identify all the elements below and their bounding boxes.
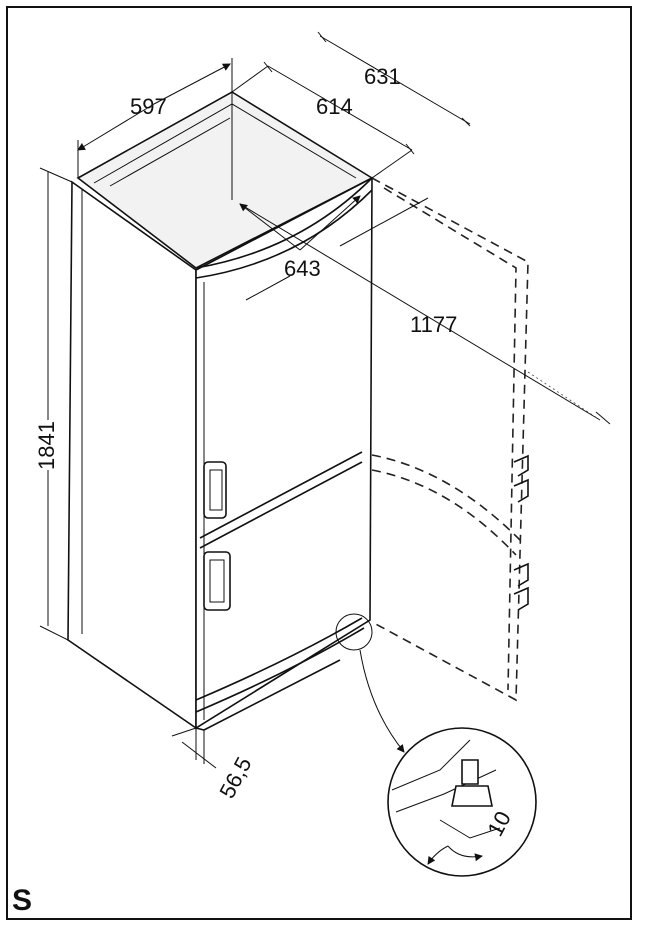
dim-total-open-depth [239, 203, 611, 425]
label-width: 597 [130, 94, 167, 119]
dim-door-offset [171, 727, 217, 769]
label-door-offset: 56,5 [214, 753, 256, 803]
section-label: S [12, 884, 32, 917]
dim-height [39, 167, 73, 641]
label-total-open-depth: 1177 [410, 312, 457, 337]
label-depth-outer: 631 [364, 64, 401, 89]
upper-door-handle [203, 461, 227, 519]
open-door-outline [371, 177, 529, 702]
label-door-open-depth: 643 [284, 256, 321, 281]
label-depth-inner: 614 [316, 94, 353, 119]
label-height: 1841 [34, 421, 59, 470]
label-detail: 10 [482, 807, 516, 840]
diagram-frame [6, 6, 632, 920]
dim-depth-outer [317, 31, 471, 127]
dim-width [77, 58, 233, 178]
dim-depth-inner [231, 61, 415, 179]
dim-door-open-depth [231, 92, 429, 301]
detail-callout [335, 613, 537, 877]
fridge-body [67, 91, 374, 731]
lower-door-handle [203, 551, 231, 611]
